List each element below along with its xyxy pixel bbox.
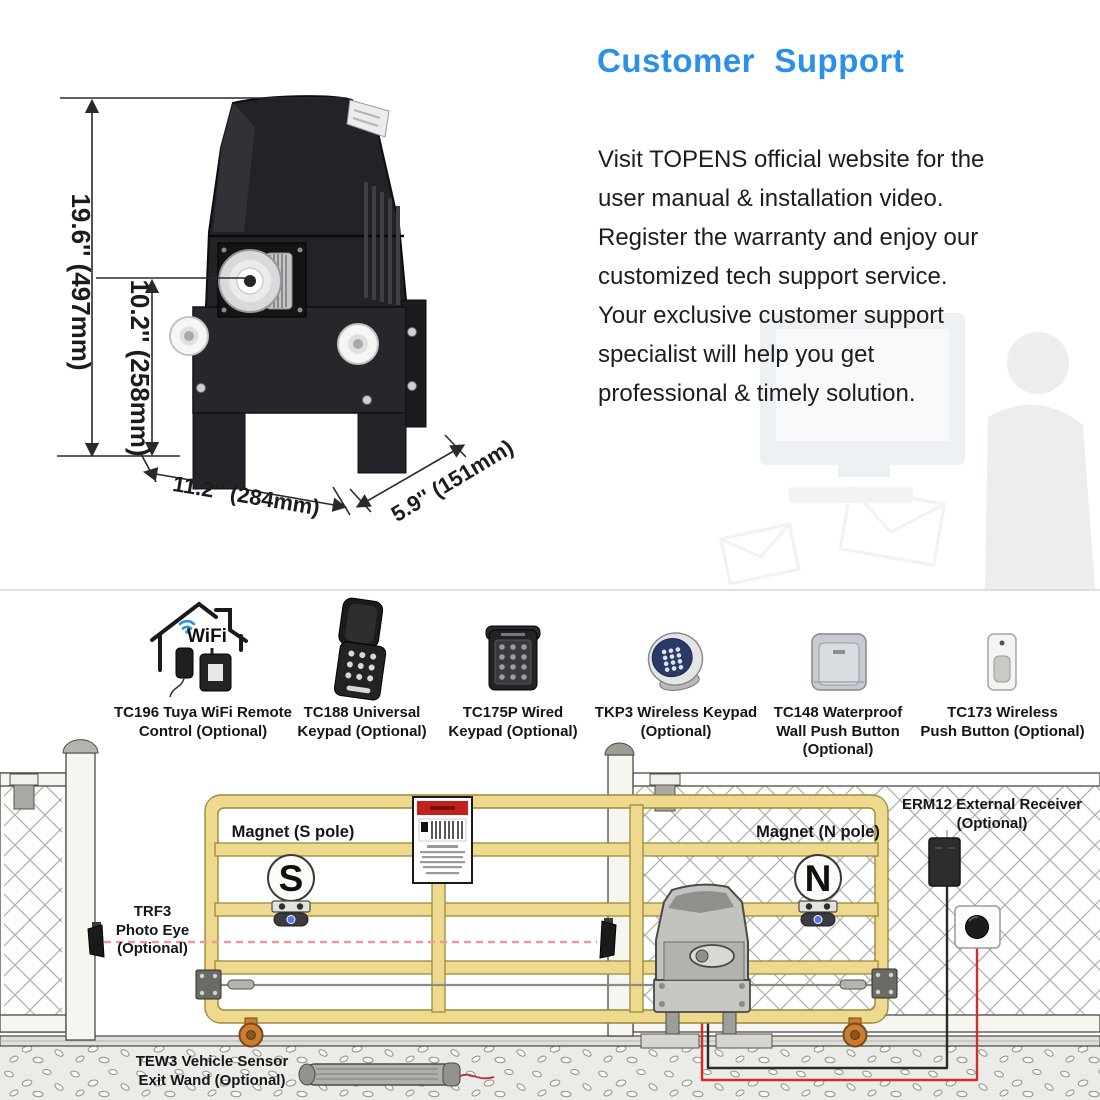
wifi-adapter	[175, 647, 194, 679]
gate-latch	[649, 773, 681, 786]
gate-latch	[9, 773, 39, 786]
black-wire	[706, 886, 949, 1070]
accessory-label-tc196: TC196 Tuya WiFi Remote Control (Optional…	[114, 704, 292, 740]
gate-opener-unit	[640, 883, 773, 1049]
chain-link-mesh	[4, 786, 62, 1015]
magnet-s-label: Magnet (S pole)	[231, 823, 355, 841]
red-wire	[700, 946, 979, 1082]
concrete-pad	[715, 1033, 773, 1049]
roller	[169, 316, 209, 356]
receiver-label: ERM12 External Receiver (Optional)	[901, 796, 1083, 832]
gate-wheel	[238, 1017, 264, 1048]
magnet-n-symbol: N	[805, 858, 832, 899]
post-cap	[604, 742, 635, 756]
chain-bracket	[195, 969, 222, 1000]
wifi-text: WiFi	[187, 626, 227, 647]
person-silhouette	[1007, 332, 1069, 394]
wired-keypad-icon	[485, 625, 541, 691]
fence-left	[0, 739, 99, 1041]
drive-chain	[195, 968, 898, 1000]
magnet-s-symbol: S	[279, 858, 304, 899]
wifi-house-remote-icon: WiFi	[150, 601, 248, 698]
wall-button-box-icon	[811, 633, 867, 691]
gate-wheel	[842, 1017, 868, 1048]
dimension-height: 19.6'' (497mm)	[66, 193, 96, 370]
top-label	[346, 99, 390, 138]
magnet-s: S	[267, 854, 315, 927]
faded-support-photo	[718, 313, 1095, 590]
photo-eye-label: TRF3 Photo Eye (Optional)	[115, 903, 190, 957]
flip-keypad-icon	[333, 597, 387, 701]
accessory-label-tc188: TC188 Universal Keypad (Optional)	[297, 704, 427, 740]
keyboard	[788, 487, 913, 503]
accessory-label-tkp3: TKP3 Wireless Keypad (Optional)	[594, 704, 758, 740]
accessory-label-tc173: TC173 Wireless Push Button (Optional)	[920, 704, 1085, 740]
photo-eye-sensor	[87, 922, 105, 958]
support-paragraph: Visit TOPENS official website for the us…	[598, 146, 985, 407]
accessory-label-tc148: TC148 Waterproof Wall Push Button (Optio…	[773, 704, 903, 758]
gate-opener-motor	[169, 95, 427, 490]
ground	[0, 1035, 1100, 1100]
envelope-icon	[838, 485, 947, 567]
fence-post	[65, 752, 96, 1041]
external-receiver	[928, 830, 961, 887]
photo-eye-sensor	[599, 918, 617, 959]
page-title: Customer Support	[597, 42, 905, 79]
dimension-lines	[57, 97, 467, 516]
magnet-n: N	[794, 854, 842, 927]
accessory-label-tc175p: TC175P Wired Keypad (Optional)	[448, 704, 578, 740]
round-keypad-icon	[647, 632, 704, 691]
chain-bracket	[871, 968, 898, 999]
section-divider	[0, 589, 1100, 591]
wireless-remote-icon	[987, 633, 1017, 691]
magnet-n-label: Magnet (N pole)	[756, 823, 880, 841]
gate-opener-product-image: 19.6'' (497mm) 10.2'' (258mm) 11.2'' (28…	[57, 95, 518, 527]
wall-push-button	[954, 905, 1001, 949]
dimension-pinion-height: 10.2'' (258mm)	[125, 279, 155, 456]
envelope-icon	[718, 522, 801, 586]
dimension-width: 11.2'' (284mm)	[171, 471, 322, 520]
monitor	[760, 313, 965, 465]
post-cap	[62, 739, 99, 754]
concrete-pad	[640, 1033, 700, 1049]
roller	[337, 323, 379, 365]
warning-sign	[412, 796, 473, 884]
installation-diagram: S N	[0, 597, 1100, 1100]
wiring	[700, 886, 979, 1082]
exit-wand	[298, 1062, 495, 1087]
exit-wand-label: TEW3 Vehicle Sensor Exit Wand (Optional)	[135, 1053, 289, 1089]
